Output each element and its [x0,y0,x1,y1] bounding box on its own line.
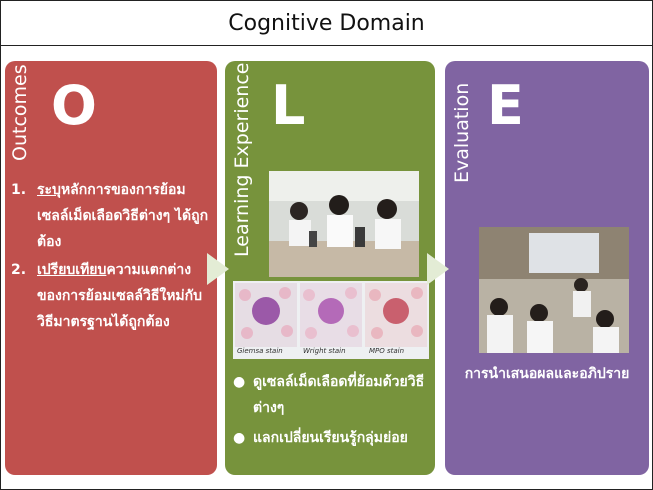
evaluation-label: Evaluation [451,82,473,183]
outcomes-letter: O [51,74,97,137]
evaluation-panel: Evaluation E การนำเสนอผลและอภิปราย [445,61,649,475]
stain-label-giemsa: Giemsa stain [237,347,283,355]
stained-cells-images: Giemsa stain Wright stain MPO stain [233,281,429,359]
outcome-item-2: 2. เปรียบเทียบความแตกต่างของการย้อมเซลล์… [11,257,211,335]
learning-item-2: ● แลกเปลี่ยนเรียนรู้กลุ่มย่อย [231,425,427,451]
learning-item-1: ● ดูเซลล์เม็ดเลือดที่ย้อมด้วยวิธีต่างๆ [231,369,427,421]
outcome-text: ความแตกต่างของการย้อมเซลล์วิธีใหม่กับวิธ… [37,262,203,330]
outcomes-panel: Outcomes O 1. ระบุหลักการของการย้อมเซลล์… [5,61,217,475]
learning-panel: Learning Experience L [225,61,435,475]
evaluation-letter: E [487,74,524,137]
arrow-right-icon [427,253,449,285]
stain-label-wright: Wright stain [303,347,346,355]
outcome-number: 2. [11,262,27,278]
evaluation-caption: การนำเสนอผลและอภิปราย [464,366,630,382]
learning-text: ดูเซลล์เม็ดเลือดที่ย้อมด้วยวิธีต่างๆ [253,374,425,416]
outcome-item-1: 1. ระบุหลักการของการย้อมเซลล์เม็ดเลือดวิ… [11,177,211,255]
bullet-icon: ● [233,374,246,390]
stain-label-mpo: MPO stain [369,347,405,355]
bullet-icon: ● [233,430,246,446]
arrow-right-icon [207,253,229,285]
title-divider [1,45,652,46]
outcomes-label: Outcomes [9,64,31,161]
presentation-photo [479,227,629,353]
outcome-text: หลักการของการย้อมเซลล์เม็ดเลือดวิธีต่างๆ… [37,182,209,250]
learning-label: Learning Experience [231,62,253,257]
outcome-verb: ระบุ [37,182,61,198]
learning-list: ● ดูเซลล์เม็ดเลือดที่ย้อมด้วยวิธีต่างๆ ● แ… [231,369,427,455]
outcome-verb: เปรียบเทียบ [37,262,107,278]
learning-letter: L [271,74,306,137]
slide-title: Cognitive Domain [228,11,425,36]
outcomes-list: 1. ระบุหลักการของการย้อมเซลล์เม็ดเลือดวิ… [11,177,211,337]
learning-text: แลกเปลี่ยนเรียนรู้กลุ่มย่อย [253,430,408,446]
lab-classroom-photo [269,171,419,277]
outcome-number: 1. [11,182,27,198]
